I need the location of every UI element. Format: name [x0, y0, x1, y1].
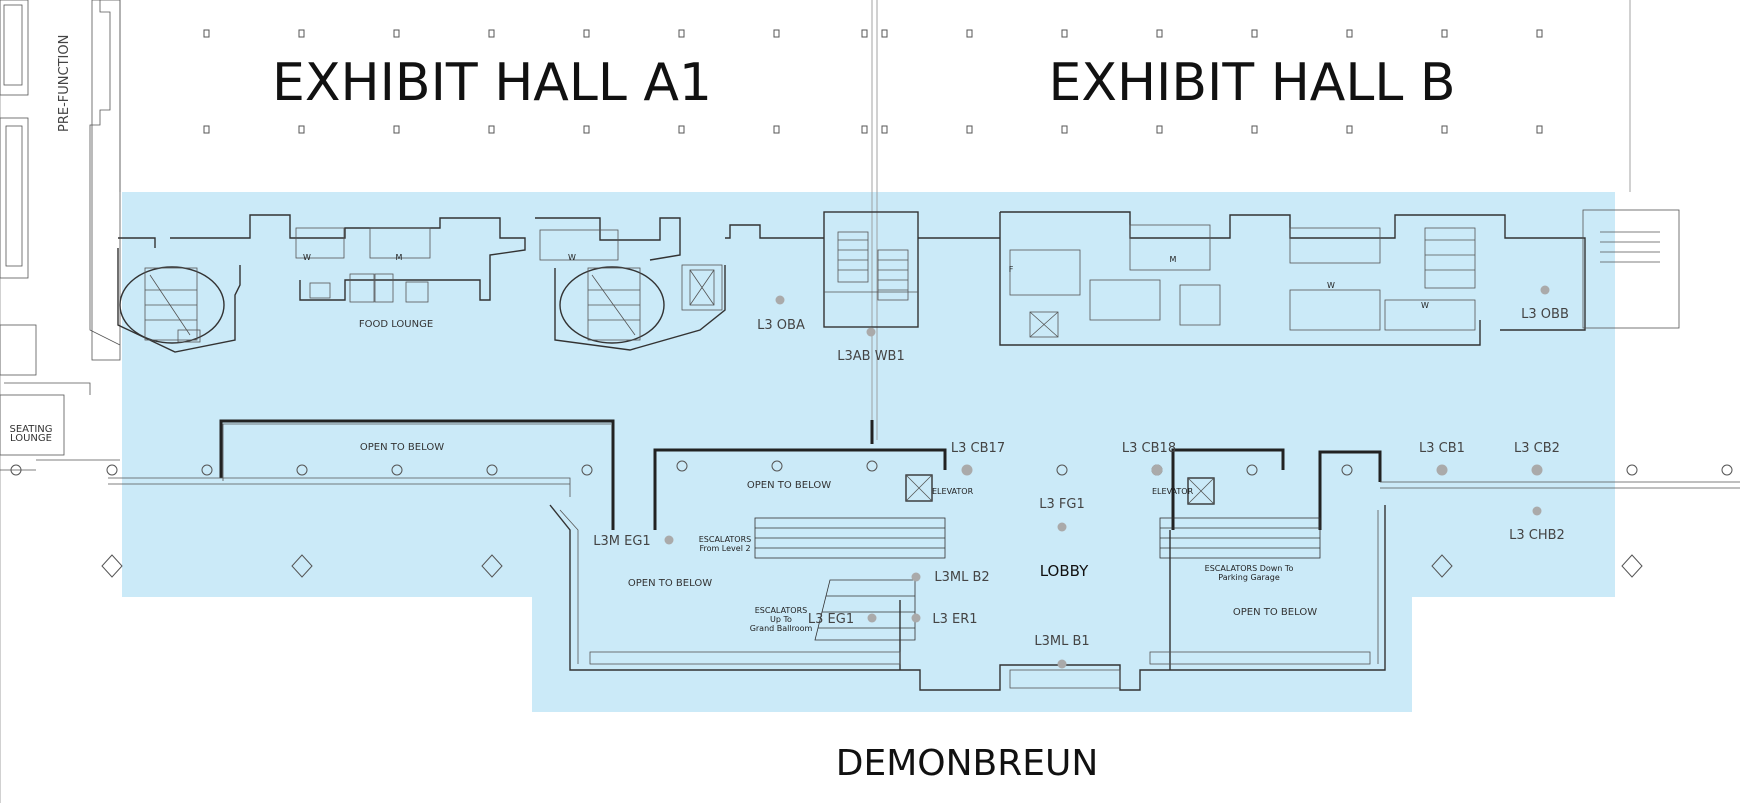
hall-a1-title: EXHIBIT HALL A1 — [272, 53, 712, 113]
restroom-women-1: W — [303, 253, 311, 262]
escalators-level2-line1: ESCALATORS — [699, 535, 752, 544]
food-lounge-label: FOOD LOUNGE — [359, 319, 433, 330]
escalators-garage-line1: ESCALATORS Down To — [1205, 564, 1294, 573]
escalators-to-parking-garage — [1159, 517, 1321, 559]
escalators-from-level-2 — [754, 517, 946, 559]
restroom-women-2: W — [568, 253, 576, 262]
escalators-level2-line2: From Level 2 — [699, 544, 750, 553]
seating-lounge-label-line1: SEATING — [9, 424, 52, 435]
open-to-below-label-3: OPEN TO BELOW — [628, 578, 712, 589]
escalators-ballroom-line1: ESCALATORS — [755, 606, 808, 615]
location-l3ab-wb1: L3AB WB1 — [837, 349, 905, 364]
location-l3m-eg1: L3M EG1 — [593, 534, 650, 549]
open-to-below-label-4: OPEN TO BELOW — [1233, 607, 1317, 618]
location-l3-fg1: L3 FG1 — [1039, 497, 1084, 512]
location-l3-cb18: L3 CB18 — [1122, 441, 1176, 456]
escalators-garage-line2: Parking Garage — [1218, 573, 1280, 582]
restroom-men-1: M — [396, 253, 403, 262]
atrium-columns — [101, 460, 1733, 578]
location-l3ml-b2: L3ML B2 — [934, 570, 989, 585]
location-l3-cb2: L3 CB2 — [1514, 441, 1560, 456]
location-l3-obb: L3 OBB — [1521, 307, 1569, 322]
open-to-below-label-1: OPEN TO BELOW — [360, 442, 444, 453]
street-name: DEMONBREUN — [836, 743, 1099, 784]
open-to-below-label-2: OPEN TO BELOW — [747, 480, 831, 491]
east-service-core — [999, 209, 1680, 346]
atrium-railings — [108, 419, 1740, 691]
escalators-ballroom-line3: Grand Ballroom — [750, 624, 813, 633]
location-markers — [664, 285, 1550, 669]
location-l3-oba: L3 OBA — [757, 318, 805, 333]
location-l3-er1: L3 ER1 — [932, 612, 977, 627]
prefunction-walls — [0, 0, 121, 476]
center-stair-core — [810, 211, 1000, 328]
hall-b-title: EXHIBIT HALL B — [1048, 53, 1455, 113]
restroom-women-3: W — [1327, 281, 1335, 290]
hall-column-grid — [203, 29, 1543, 134]
south-entry-stairs — [589, 651, 1371, 689]
elevator-shafts — [905, 474, 1215, 505]
elevator-label-1: ELEVATOR — [932, 487, 974, 496]
west-service-core — [117, 214, 810, 353]
location-l3-chb2: L3 CHB2 — [1509, 528, 1565, 543]
elevator-label-2: ELEVATOR — [1152, 487, 1194, 496]
restroom-men-2: M — [1170, 255, 1177, 264]
highlight-zone — [122, 192, 1615, 712]
lobby-label: LOBBY — [1040, 562, 1089, 580]
restroom-family-1: F — [1009, 265, 1014, 274]
prefunction-label: PRE-FUNCTION — [57, 35, 72, 132]
location-l3-cb1: L3 CB1 — [1419, 441, 1465, 456]
restroom-women-4: W — [1421, 301, 1429, 310]
location-l3ml-b1: L3ML B1 — [1034, 634, 1089, 649]
location-l3-cb17: L3 CB17 — [951, 441, 1005, 456]
escalators-ballroom-line2: Up To — [770, 615, 792, 624]
seating-lounge-label-line2: LOUNGE — [10, 433, 52, 444]
location-l3-eg1: L3 EG1 — [808, 612, 854, 627]
